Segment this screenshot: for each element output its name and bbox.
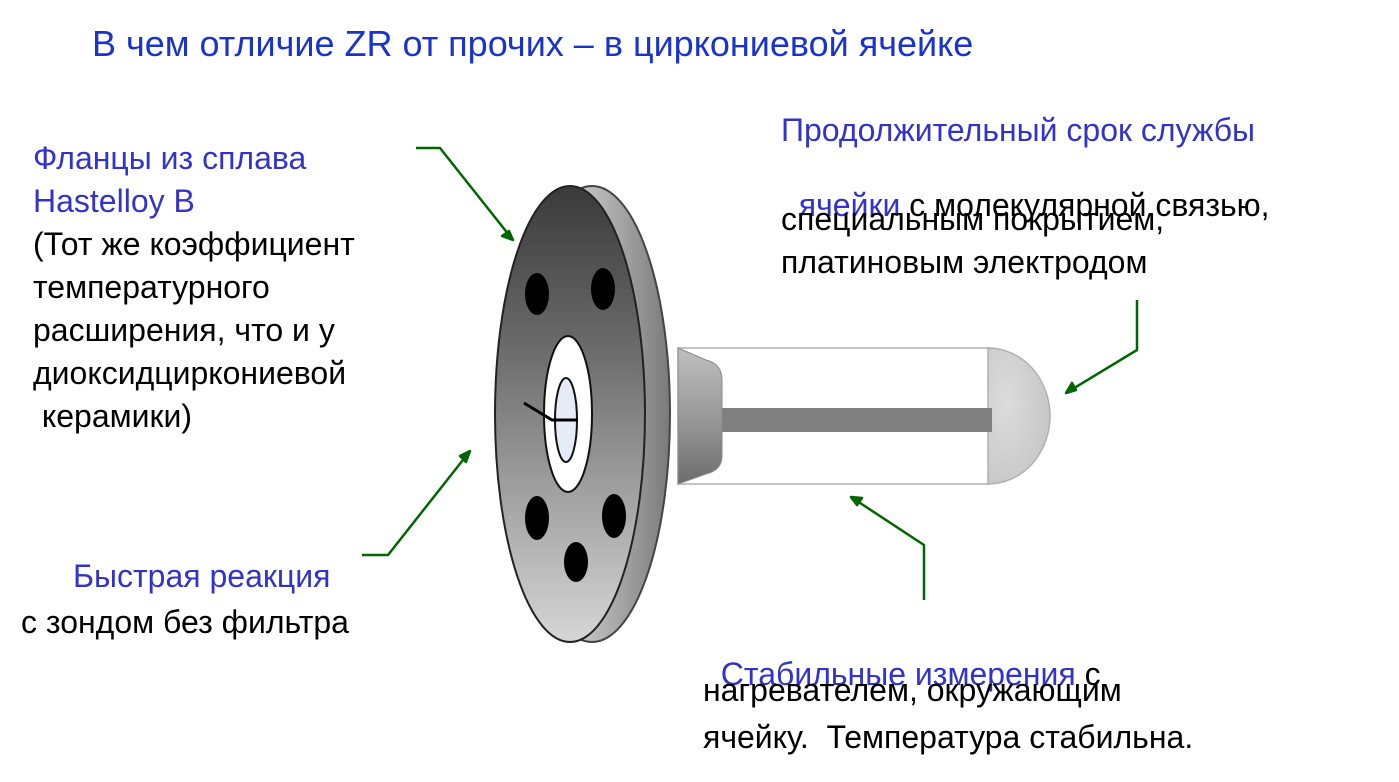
page-title: В чем отличие ZR от прочих – в циркониев… <box>92 23 974 64</box>
flanges-heading-line-1: Фланцы из сплава <box>33 140 307 176</box>
cell-tube <box>677 347 1051 485</box>
flange <box>494 185 671 643</box>
lead-wire <box>523 401 578 422</box>
lifetime-line-3: специальным покрытием, <box>781 201 1165 237</box>
flanges-body-line-2: температурного <box>33 269 270 305</box>
lifetime-line-1: Продолжительный срок службы <box>781 112 1256 148</box>
stable-line-1: Стабильные измерения с <box>703 626 1101 690</box>
arrow-stable <box>850 495 926 600</box>
cell-tip <box>987 347 1051 485</box>
tube-collar <box>677 347 723 485</box>
annotation-arrows <box>362 146 1139 600</box>
stable-line-2: нагревателем, окружающим <box>703 672 1122 708</box>
arrow-flanges-head <box>500 229 515 242</box>
arrow-stable-head <box>849 495 864 507</box>
flanges-body-line-1: (Тот же коэффициент <box>33 226 355 262</box>
bolt-hole <box>564 542 588 582</box>
fast-response-body: с зондом без фильтра <box>21 604 349 640</box>
bolt-hole <box>525 496 549 540</box>
stable-line-1-rest: с <box>1075 656 1101 692</box>
bolt-hole <box>525 273 549 315</box>
lifetime-line-2-emphasis: ячейки <box>798 187 901 223</box>
lifetime-line-4: платиновым электродом <box>781 244 1148 280</box>
lifetime-line-2-rest: с молекулярной связью, <box>900 187 1270 223</box>
bolt-hole <box>602 494 626 538</box>
flanges-body-line-5: керамики) <box>33 398 193 434</box>
arrow-fast-response <box>362 450 471 557</box>
heater-rod <box>712 408 992 432</box>
arrow-lifetime-head <box>1064 381 1078 395</box>
flanges-body-line-3: расширения, что и у <box>33 312 335 348</box>
lifetime-line-2: ячейки с молекулярной связью, <box>781 157 1270 221</box>
stable-line-3: ячейку. Температура стабильна. <box>703 719 1194 755</box>
flanges-heading-line-2: Hastelloy B <box>33 183 195 219</box>
bolt-hole <box>591 268 615 310</box>
arrow-fast-response-head <box>458 449 472 464</box>
arrow-flanges <box>416 146 514 241</box>
fast-response-heading: Быстрая реакция <box>73 558 331 594</box>
flanges-body-line-4: диоксидциркониевой <box>33 355 347 391</box>
arrow-lifetime <box>1065 300 1139 395</box>
stable-line-1-emphasis: Стабильные измерения <box>720 656 1076 692</box>
